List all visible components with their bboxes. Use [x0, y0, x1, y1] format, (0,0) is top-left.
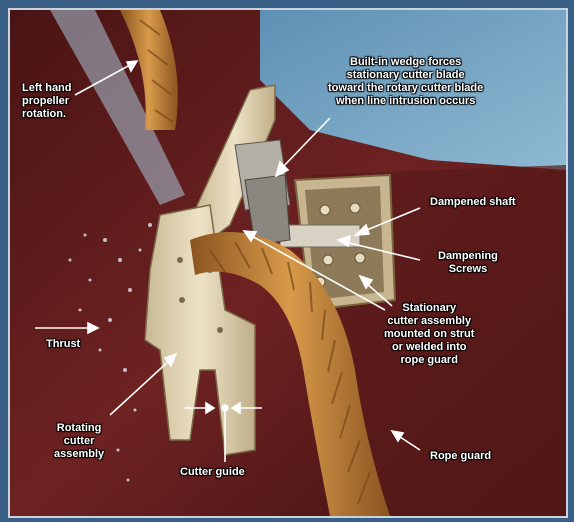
wedge-note-label: Built-in wedge forces stationary cutter … — [328, 56, 483, 108]
stationary-assembly-line-2: cutter assembly — [384, 315, 474, 328]
cutter-guide-label: Cutter guide — [180, 466, 245, 479]
dampening-screws-line-1: Dampening — [438, 250, 498, 263]
stationary-assembly-line-3: mounted on strut — [384, 328, 474, 341]
dampening-screws-line-2: Screws — [438, 263, 498, 276]
rotating-assembly-label: Rotating cutter assembly — [54, 422, 104, 461]
illustration-frame: Left hand propeller rotation. Built-in w… — [8, 8, 568, 518]
wedge-note-line-1: Built-in wedge forces — [328, 56, 483, 69]
wedge-note-line-3: toward the rotary cutter blade — [328, 82, 483, 95]
propeller-rotation-line-3: rotation. — [22, 108, 72, 121]
wedge-note-line-2: stationary cutter blade — [328, 69, 483, 82]
stationary-assembly-label: Stationary cutter assembly mounted on st… — [384, 302, 474, 367]
propeller-rotation-line-1: Left hand — [22, 82, 72, 95]
thrust-label: Thrust — [46, 338, 80, 351]
stationary-assembly-line-1: Stationary — [384, 302, 474, 315]
wedge-note-line-4: when line intrusion occurs — [328, 95, 483, 108]
rope-guard-label: Rope guard — [430, 450, 491, 463]
rotating-assembly-line-1: Rotating — [54, 422, 104, 435]
rotating-assembly-line-3: assembly — [54, 448, 104, 461]
rotating-assembly-line-2: cutter — [54, 435, 104, 448]
propeller-rotation-label: Left hand propeller rotation. — [22, 82, 72, 121]
stationary-assembly-line-5: rope guard — [384, 354, 474, 367]
dampened-shaft-label: Dampened shaft — [430, 196, 516, 209]
dampening-screws-label: Dampening Screws — [438, 250, 498, 276]
propeller-rotation-line-2: propeller — [22, 95, 72, 108]
stationary-assembly-line-4: or welded into — [384, 341, 474, 354]
